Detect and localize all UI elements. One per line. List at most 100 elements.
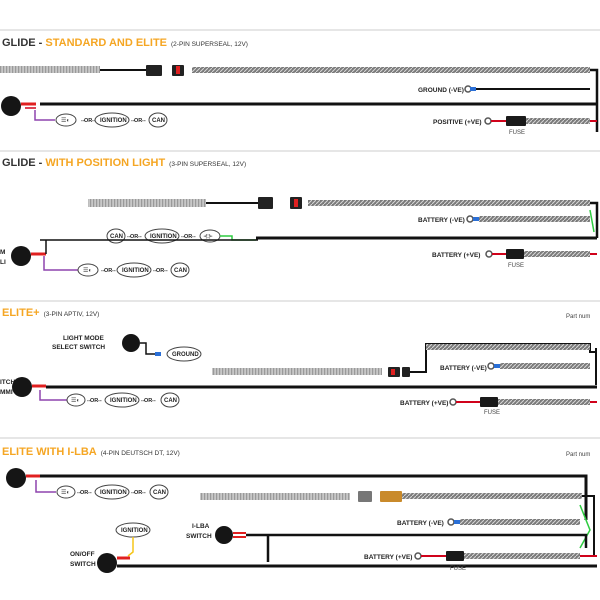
svg-text:OR: OR xyxy=(90,398,98,404)
ignition-option xyxy=(94,112,130,128)
svg-text:CAN: CAN xyxy=(153,490,166,496)
svg-text:IGNITION: IGNITION xyxy=(121,528,148,534)
svg-text:OR: OR xyxy=(156,268,164,274)
svg-text:Part num: Part num xyxy=(566,452,590,458)
section-title: ELITE WITH I-LBA(4-PIN DEUTSCH DT, 12V) xyxy=(2,446,180,458)
svg-text:--: -- xyxy=(153,268,157,274)
svg-text:IGNITION: IGNITION xyxy=(150,234,177,240)
svg-text:--: -- xyxy=(92,118,96,124)
svg-text:--: -- xyxy=(81,118,85,124)
svg-text:--: -- xyxy=(131,118,135,124)
section-standard-elite: GLIDE - STANDARD AND ELITE(2-PIN SUPERSE… xyxy=(0,37,599,136)
section-title: GLIDE - WITH POSITION LIGHT(3-PIN SUPERS… xyxy=(2,157,246,169)
light-mode-switch xyxy=(122,334,140,352)
svg-text:FUSE: FUSE xyxy=(508,263,524,269)
connector xyxy=(258,197,273,209)
section-title: ELITE+(3-PIN APTIV, 12V) xyxy=(2,307,99,319)
section-elite-ilba: ELITE WITH I-LBA(4-PIN DEUTSCH DT, 12V) … xyxy=(2,446,597,573)
svg-text:LIGHT MODE: LIGHT MODE xyxy=(63,335,104,342)
svg-text:--: -- xyxy=(88,490,92,496)
svg-text:OR: OR xyxy=(130,234,138,240)
svg-text:--: -- xyxy=(101,268,105,274)
svg-text:IGNITION: IGNITION xyxy=(100,118,127,124)
section-elite-plus: ELITE+(3-PIN APTIV, 12V) Part num LIGHT … xyxy=(0,307,597,416)
svg-text:--: -- xyxy=(131,490,135,496)
svg-text:BATTERY (+VE): BATTERY (+VE) xyxy=(400,400,448,407)
section-position-light: GLIDE - WITH POSITION LIGHT(3-PIN SUPERS… xyxy=(0,157,599,278)
svg-text:GROUND: GROUND xyxy=(172,352,199,358)
svg-text:M: M xyxy=(0,249,5,256)
switch-button xyxy=(11,246,31,266)
svg-text:FUSE: FUSE xyxy=(484,410,500,416)
svg-text:CAN: CAN xyxy=(110,234,123,240)
braided-loom xyxy=(192,67,590,73)
switch-button xyxy=(12,377,32,397)
braided-loom xyxy=(308,200,590,206)
svg-text:--: -- xyxy=(142,118,146,124)
svg-text:--: -- xyxy=(87,398,91,404)
fuse-holder xyxy=(506,249,524,259)
svg-text:ITCH: ITCH xyxy=(0,379,15,386)
light-bar xyxy=(0,66,100,73)
svg-text:OR: OR xyxy=(134,490,142,496)
svg-text:OR: OR xyxy=(104,268,112,274)
svg-text:BATTERY (+VE): BATTERY (+VE) xyxy=(364,554,412,561)
svg-text:CAN: CAN xyxy=(152,118,165,124)
svg-text:☰◐: ☰◐ xyxy=(61,117,70,124)
svg-text:IGNITION: IGNITION xyxy=(122,268,149,274)
svg-text:--: -- xyxy=(181,234,185,240)
svg-text:IGNITION: IGNITION xyxy=(110,398,137,404)
onoff-switch xyxy=(97,553,117,573)
battery-positive-label: BATTERY (+VE) xyxy=(432,252,480,259)
svg-text:--: -- xyxy=(138,234,142,240)
svg-text:--: -- xyxy=(192,234,196,240)
svg-text:OR: OR xyxy=(184,234,192,240)
svg-text:--: -- xyxy=(98,398,102,404)
svg-text:SWITCH: SWITCH xyxy=(186,533,212,540)
svg-text:ON/OFF: ON/OFF xyxy=(70,551,95,558)
svg-text:--: -- xyxy=(152,398,156,404)
ground-label: GROUND (-VE) xyxy=(418,87,464,94)
ilba-switch xyxy=(215,526,233,544)
svg-text:--: -- xyxy=(141,398,145,404)
svg-text:IGNITION: IGNITION xyxy=(100,490,127,496)
svg-text:--: -- xyxy=(142,490,146,496)
svg-text:OR: OR xyxy=(144,398,152,404)
svg-text:LI: LI xyxy=(0,259,6,266)
can-option xyxy=(148,112,168,128)
svg-text:⊰⊱: ⊰⊱ xyxy=(203,234,213,240)
svg-text:--: -- xyxy=(77,490,81,496)
svg-text:MMI: MMI xyxy=(0,389,13,396)
svg-text:--: -- xyxy=(112,268,116,274)
svg-text:I-LBA: I-LBA xyxy=(192,523,210,530)
light-bar xyxy=(212,368,382,375)
svg-text:OR: OR xyxy=(84,118,92,124)
svg-text:☰◐: ☰◐ xyxy=(61,489,70,496)
svg-text:--: -- xyxy=(127,234,131,240)
svg-text:SWITCH: SWITCH xyxy=(70,561,96,568)
light-bar xyxy=(200,493,350,500)
svg-text:CAN: CAN xyxy=(174,268,187,274)
part-number-label: Part num xyxy=(566,314,590,320)
light-bar xyxy=(88,199,206,207)
fuse-label: FUSE xyxy=(509,130,525,136)
svg-text:--: -- xyxy=(164,268,168,274)
deutsch-connector xyxy=(380,491,402,502)
section-title: GLIDE - STANDARD AND ELITE(2-PIN SUPERSE… xyxy=(2,37,248,49)
switch-button xyxy=(6,468,26,488)
svg-text:SELECT SWITCH: SELECT SWITCH xyxy=(52,344,105,351)
svg-text:OR: OR xyxy=(80,490,88,496)
positive-label: POSITIVE (+VE) xyxy=(433,119,482,126)
svg-text:FUSE: FUSE xyxy=(450,566,466,572)
switch-button xyxy=(1,96,21,116)
svg-text:BATTERY (-VE): BATTERY (-VE) xyxy=(440,365,487,372)
connector xyxy=(146,65,162,76)
svg-text:☰◐: ☰◐ xyxy=(71,397,80,404)
svg-text:OR: OR xyxy=(134,118,142,124)
fuse-holder xyxy=(506,116,526,126)
svg-text:CAN: CAN xyxy=(164,398,177,404)
position-light-icon xyxy=(55,113,77,127)
svg-text:BATTERY (-VE): BATTERY (-VE) xyxy=(397,520,444,527)
battery-negative-label: BATTERY (-VE) xyxy=(418,217,465,224)
